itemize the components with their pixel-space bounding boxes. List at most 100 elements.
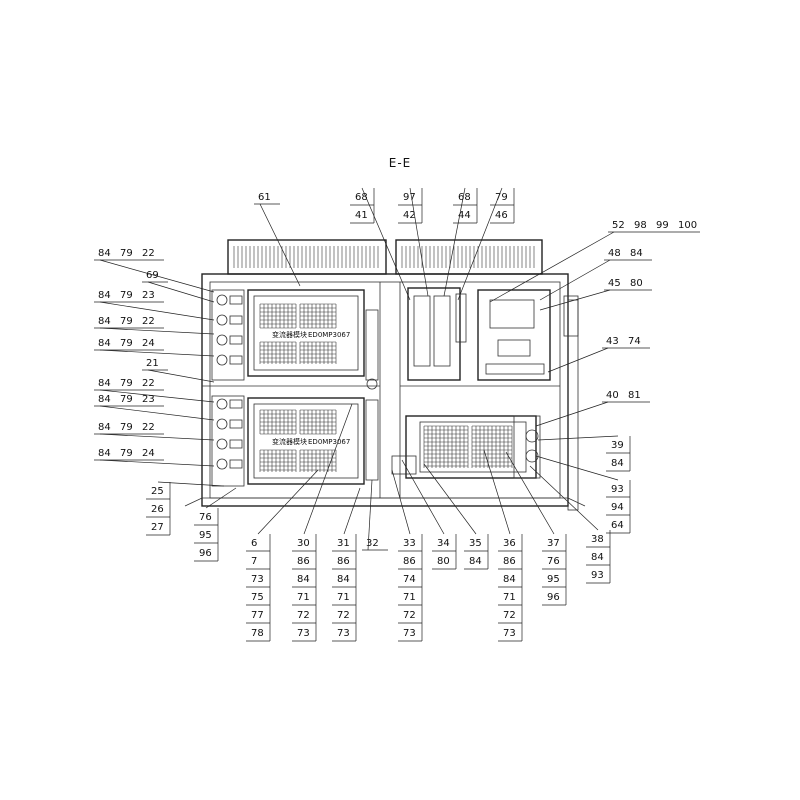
callout-number: 42 [403, 210, 416, 221]
callout-l-row1: 84 79 22 [94, 248, 215, 293]
callout-number: 71 [297, 592, 310, 603]
control-panel [477, 289, 551, 381]
callout-number: 21 [146, 358, 159, 369]
callout-number: 79 [120, 448, 133, 459]
callout-number: 41 [355, 210, 368, 221]
roof-vent-right [395, 239, 543, 275]
callout-number: 76 [547, 556, 560, 567]
callout-number: 86 [503, 556, 516, 567]
callout-number: 71 [503, 592, 516, 603]
callout-number: 86 [403, 556, 416, 567]
callout-number: 79 [120, 394, 133, 405]
module-bottom-name: 变流器模块 [272, 437, 307, 446]
callout-number: 84 [98, 448, 111, 459]
callout-number: 86 [337, 556, 350, 567]
callout-number: 72 [337, 610, 350, 621]
callout-number: 73 [403, 628, 416, 639]
callout-number: 23 [142, 394, 155, 405]
callout-number: 75 [251, 592, 264, 603]
callout-number: 73 [297, 628, 310, 639]
module-top-name: 变流器模块 [272, 330, 307, 339]
callout-number: 25 [151, 486, 164, 497]
callout-number: 86 [297, 556, 310, 567]
callout-number: 78 [251, 628, 264, 639]
callout-number: 26 [151, 504, 164, 515]
callout-number: 61 [258, 192, 271, 203]
callout-number: 99 [656, 220, 669, 231]
callout-number: 48 [608, 248, 621, 259]
module-top-code: ED0MP3067 [308, 331, 350, 339]
callout-number: 64 [611, 520, 624, 531]
callout-l-69: 69 [142, 270, 215, 303]
roof-vent-left [227, 239, 387, 275]
callout-number: 52 [612, 220, 625, 231]
callout-number: 44 [458, 210, 471, 221]
callout-number: 71 [337, 592, 350, 603]
callout-tr-43: 43 74 [547, 336, 650, 373]
callout-number: 96 [199, 548, 212, 559]
callout-number: 43 [606, 336, 619, 347]
callout-number: 37 [547, 538, 560, 549]
callout-number: 74 [403, 574, 416, 585]
callout-number: 84 [297, 574, 310, 585]
callout-number: 35 [469, 538, 482, 549]
section-title: E-E [389, 156, 412, 170]
callout-number: 74 [628, 336, 641, 347]
callout-number: 24 [142, 338, 155, 349]
callout-number: 76 [199, 512, 212, 523]
callout-number: 84 [337, 574, 350, 585]
callout-number: 79 [120, 290, 133, 301]
callout-number: 46 [495, 210, 508, 221]
callout-number: 73 [503, 628, 516, 639]
callout-number: 84 [469, 556, 482, 567]
callout-number: 72 [297, 610, 310, 621]
callout-number: 84 [98, 316, 111, 327]
callout-number: 73 [337, 628, 350, 639]
callout-number: 79 [120, 422, 133, 433]
callout-number: 73 [251, 574, 264, 585]
callout-number: 84 [98, 248, 111, 259]
busbar-column [365, 309, 379, 481]
callout-number: 79 [120, 248, 133, 259]
callout-number: 71 [403, 592, 416, 603]
callout-number: 38 [591, 534, 604, 545]
callout-top-61: 61 [254, 192, 301, 287]
callout-number: 98 [634, 220, 647, 231]
callout-number: 39 [611, 440, 624, 451]
callout-number: 36 [503, 538, 516, 549]
callout-number: 69 [146, 270, 159, 281]
fan-unit [405, 415, 541, 479]
converter-module-bottom: 变流器模块 ED0MP3067 [247, 397, 365, 485]
callout-number: 30 [297, 538, 310, 549]
callout-tr-48: 48 84 [539, 248, 652, 301]
callout-number: 22 [142, 248, 155, 259]
callout-number: 22 [142, 316, 155, 327]
callout-number: 7 [251, 556, 257, 567]
callout-number: 84 [630, 248, 643, 259]
callout-number: 84 [98, 378, 111, 389]
callout-number: 81 [628, 390, 641, 401]
callout-number: 68 [355, 192, 368, 203]
callout-number: 84 [98, 290, 111, 301]
callout-top-79-46: 79 46 [457, 187, 515, 301]
callout-number: 79 [495, 192, 508, 203]
callout-number: 33 [403, 538, 416, 549]
